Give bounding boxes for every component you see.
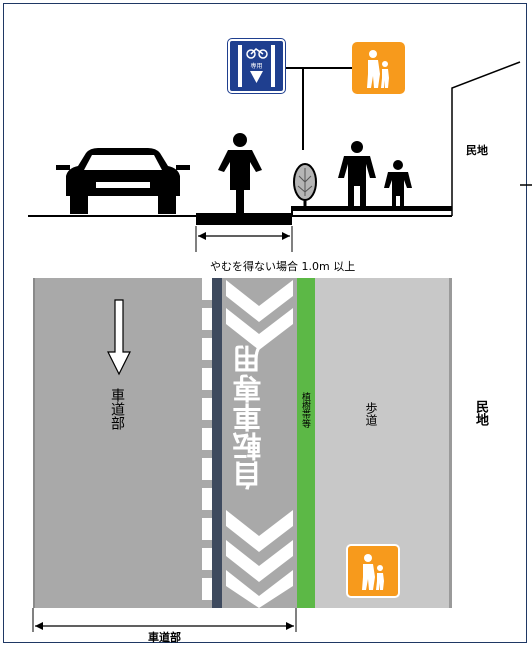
down-arrow-icon (107, 299, 131, 376)
car-icon (56, 148, 190, 214)
building-outline (451, 61, 521, 216)
roadway-dashed-edge (202, 278, 212, 608)
bike-lane-slab (196, 213, 292, 225)
bicycle-only-sign: 専用 (228, 39, 285, 93)
pedestrian-sign-plan (346, 544, 400, 598)
sidewalk-curb (292, 206, 452, 211)
chevron-top-1 (226, 280, 293, 322)
diagram-frame (3, 3, 527, 643)
adult-pedestrian-icon (338, 141, 376, 210)
chevron-bottom-3 (226, 570, 293, 608)
sidewalk-label: 歩道 (364, 402, 378, 426)
width-note: やむを得ない場合 1.0m 以上 (210, 260, 356, 273)
cross-section (28, 61, 532, 252)
roadway-width-label: 車道部 (148, 631, 181, 644)
bike-lane-marking-text: 自転車専用 (232, 345, 266, 490)
width-dimension (195, 226, 293, 252)
roadway-label: 車道部 (109, 388, 125, 430)
plan-private-land-label: 民地 (473, 400, 488, 426)
chevron-top-2 (226, 308, 293, 350)
pedestrian-sign-top (352, 42, 405, 94)
bicycle-only-sign-text: 専用 (250, 63, 263, 70)
bike-lane-chevrons (226, 280, 293, 608)
planting-strip-label: 植樹帯等 (300, 392, 310, 428)
cross-section-private-land-label: 民地 (466, 144, 488, 157)
child-pedestrian-icon (384, 160, 412, 210)
chevron-bottom-1 (226, 510, 293, 552)
cyclist-icon (218, 133, 262, 214)
chevron-bottom-2 (226, 540, 293, 582)
tree-icon (293, 163, 317, 210)
planting-strip (297, 278, 315, 608)
roadway-width-dimension (32, 608, 297, 632)
lane-boundary-line (212, 278, 222, 608)
